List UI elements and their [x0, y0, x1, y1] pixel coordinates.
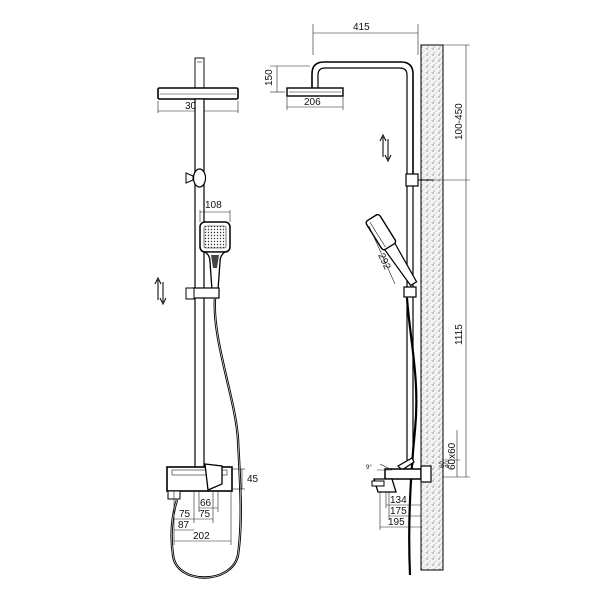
- side-dim-175: 175: [390, 506, 407, 517]
- front-mixer-lever: [204, 463, 223, 491]
- side-small-a-label: 60: [440, 461, 446, 468]
- side-height-adjust-arrows: [379, 133, 392, 163]
- front-handshower-width-label: 108: [205, 200, 222, 211]
- side-arm-length-label: 415: [353, 22, 370, 33]
- side-dim-195: 195: [388, 517, 405, 528]
- front-dim-75-left: 75: [179, 509, 191, 520]
- side-handshower: [365, 213, 418, 287]
- front-view: 306 108: [154, 57, 259, 579]
- side-hose: [405, 297, 418, 576]
- side-dim-134: 134: [390, 495, 407, 506]
- front-dim-66: 66: [200, 498, 212, 509]
- front-top-stem: [194, 57, 205, 91]
- side-view: 415 150 206: [264, 22, 470, 576]
- side-rail-height-label: 1115: [454, 324, 465, 345]
- side-small-b-label: 40: [445, 461, 451, 468]
- side-angle-label: 9°: [366, 465, 372, 471]
- side-mount-size-label: 60x60: [447, 442, 458, 470]
- front-diverter-knob: [185, 168, 207, 188]
- side-slider-holder: [403, 286, 417, 298]
- front-mixer-height-label: 45: [247, 474, 259, 485]
- side-mixer: [371, 457, 432, 493]
- front-dim-202: 202: [193, 531, 210, 542]
- side-head-drop-label: 150: [264, 69, 275, 86]
- side-head-width-label: 206: [304, 97, 321, 108]
- front-dim-87: 87: [178, 520, 190, 531]
- side-upper-bracket: [405, 173, 419, 187]
- front-dim-75-right: 75: [199, 509, 211, 520]
- side-shower-arm: [311, 61, 414, 180]
- front-height-adjust-arrows: [154, 276, 167, 306]
- front-slider-holder: [192, 287, 220, 299]
- front-rain-head: [157, 87, 239, 100]
- side-wall: [420, 44, 444, 571]
- side-adjust-range-label: 100-450: [454, 103, 465, 140]
- front-column: [194, 98, 205, 470]
- front-head-width-label: 306: [185, 101, 202, 112]
